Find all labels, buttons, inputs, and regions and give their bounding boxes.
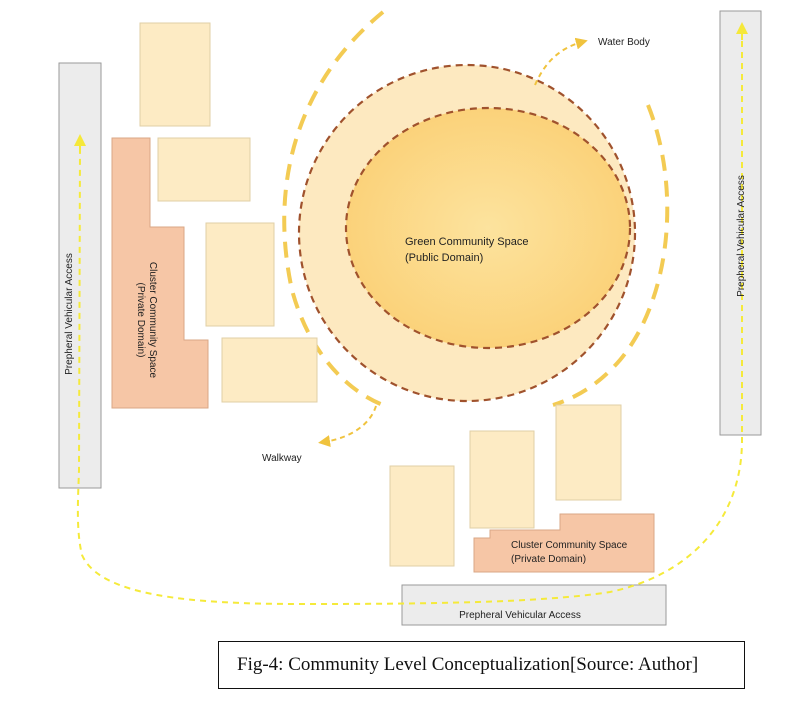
building: [469, 430, 535, 529]
building: [555, 404, 622, 501]
cluster-space-right: [473, 513, 655, 573]
cluster-right-label: Cluster Community Space: [511, 540, 628, 551]
access-loop-path: [76, 30, 743, 606]
water-body-label: Water Body: [598, 37, 650, 48]
access-right-label: Prepheral Vehicular Access: [736, 175, 747, 297]
building: [221, 337, 318, 403]
building: [389, 465, 455, 567]
cluster-space-left: [111, 137, 209, 409]
access-left-label: Prepheral Vehicular Access: [64, 253, 75, 375]
building: [139, 22, 211, 127]
cluster-left-label: Cluster Community Space: [147, 262, 158, 379]
green-space-outer-dashed: [297, 63, 637, 403]
cluster-right-sublabel: (Private Domain): [511, 554, 586, 565]
building: [205, 222, 275, 327]
community-concept-diagram: Water Body Walkway Green Community Space…: [58, 10, 762, 626]
green-space-inner-circle: [344, 106, 632, 350]
bottom-access-road: [401, 584, 667, 626]
walkway-arrow: [318, 405, 377, 448]
right-access-road: [719, 10, 762, 436]
water-body-arrow: [534, 37, 588, 86]
cluster-left-sublabel: (Private Domain): [135, 282, 146, 357]
walkway-arc-left: [282, 10, 385, 407]
access-bottom-label: Prepheral Vehicular Access: [459, 610, 581, 621]
walkway-label: Walkway: [262, 453, 302, 464]
figure-caption: Fig-4: Community Level Conceptualization…: [218, 641, 745, 689]
building: [157, 137, 251, 202]
green-space-sublabel: (Public Domain): [405, 252, 483, 264]
green-space-label: Green Community Space: [405, 236, 529, 248]
walkway-arc-right: [552, 104, 670, 407]
